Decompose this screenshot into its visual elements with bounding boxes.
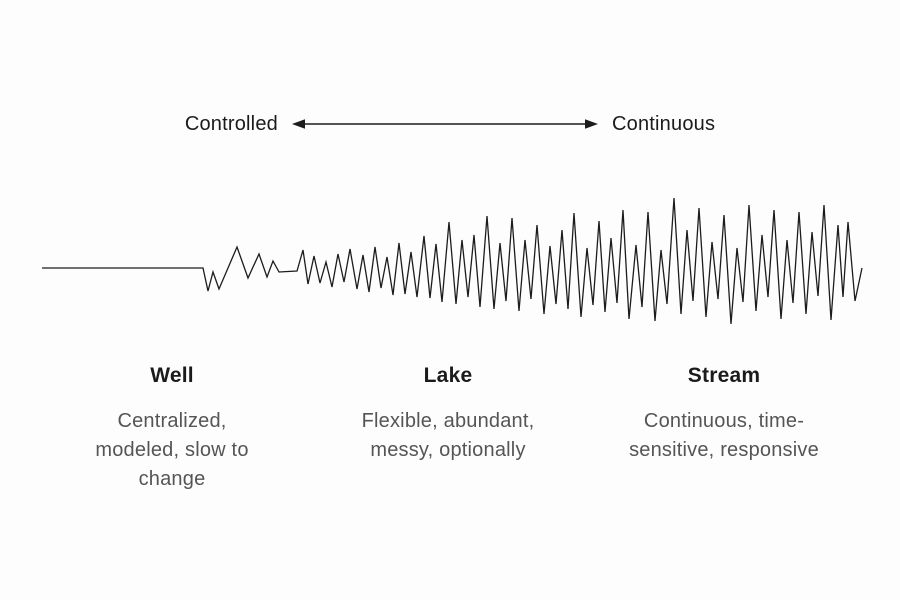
- section-well-description: Centralized, modeled, slow to change: [95, 410, 249, 490]
- section-well-title: Well: [150, 364, 194, 387]
- section-stream: Stream Continuous, time- sensitive, resp…: [604, 363, 844, 465]
- double-arrow-icon: [291, 119, 598, 129]
- section-well: Well Centralized, modeled, slow to chang…: [52, 363, 292, 494]
- waveform-line: [42, 197, 863, 325]
- section-stream-description: Continuous, time- sensitive, responsive: [629, 410, 819, 461]
- spectrum-right-label: Continuous: [611, 113, 716, 135]
- spectrum-header: Controlled Continuous: [0, 111, 900, 137]
- section-lake: Lake Flexible, abundant, messy, optional…: [328, 363, 568, 465]
- section-stream-title: Stream: [687, 364, 761, 387]
- spectrum-left-label: Controlled: [184, 113, 278, 135]
- section-lake-title: Lake: [423, 364, 473, 387]
- section-lake-description: Flexible, abundant, messy, optionally: [361, 410, 535, 461]
